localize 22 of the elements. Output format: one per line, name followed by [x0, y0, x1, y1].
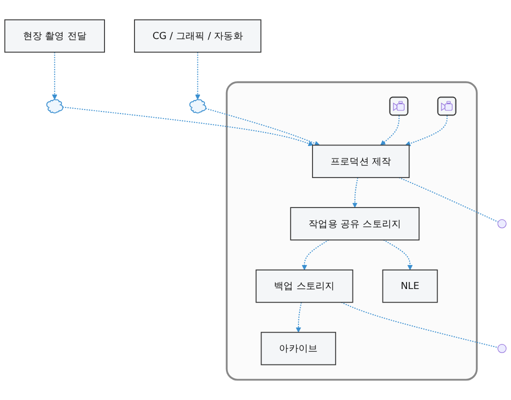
- node-box: 현장 촬영 전달: [4, 20, 105, 53]
- node-box: NLE: [382, 270, 438, 304]
- arrow: [205, 108, 320, 146]
- node-box: 아카이브: [260, 332, 336, 366]
- node-box: 프로덕션 제작: [312, 144, 410, 178]
- arrow: [296, 302, 302, 333]
- node-box: 작업용 공유 스토리지: [290, 207, 420, 241]
- node-cloud: [46, 99, 64, 114]
- arrow: [62, 106, 314, 146]
- node-box: CG / 그래픽 / 자동화: [134, 20, 262, 53]
- node-cloud: [189, 99, 206, 114]
- connector: [398, 177, 499, 223]
- arrow: [383, 240, 413, 270]
- arrow: [380, 115, 400, 146]
- arrow: [195, 52, 200, 100]
- arrow: [302, 240, 330, 270]
- node-box: 백업 스토리지: [256, 270, 354, 304]
- arrow: [352, 177, 358, 208]
- arrow: [52, 52, 58, 100]
- arrow: [405, 115, 448, 146]
- cluster: [226, 82, 478, 381]
- connector: [340, 302, 498, 348]
